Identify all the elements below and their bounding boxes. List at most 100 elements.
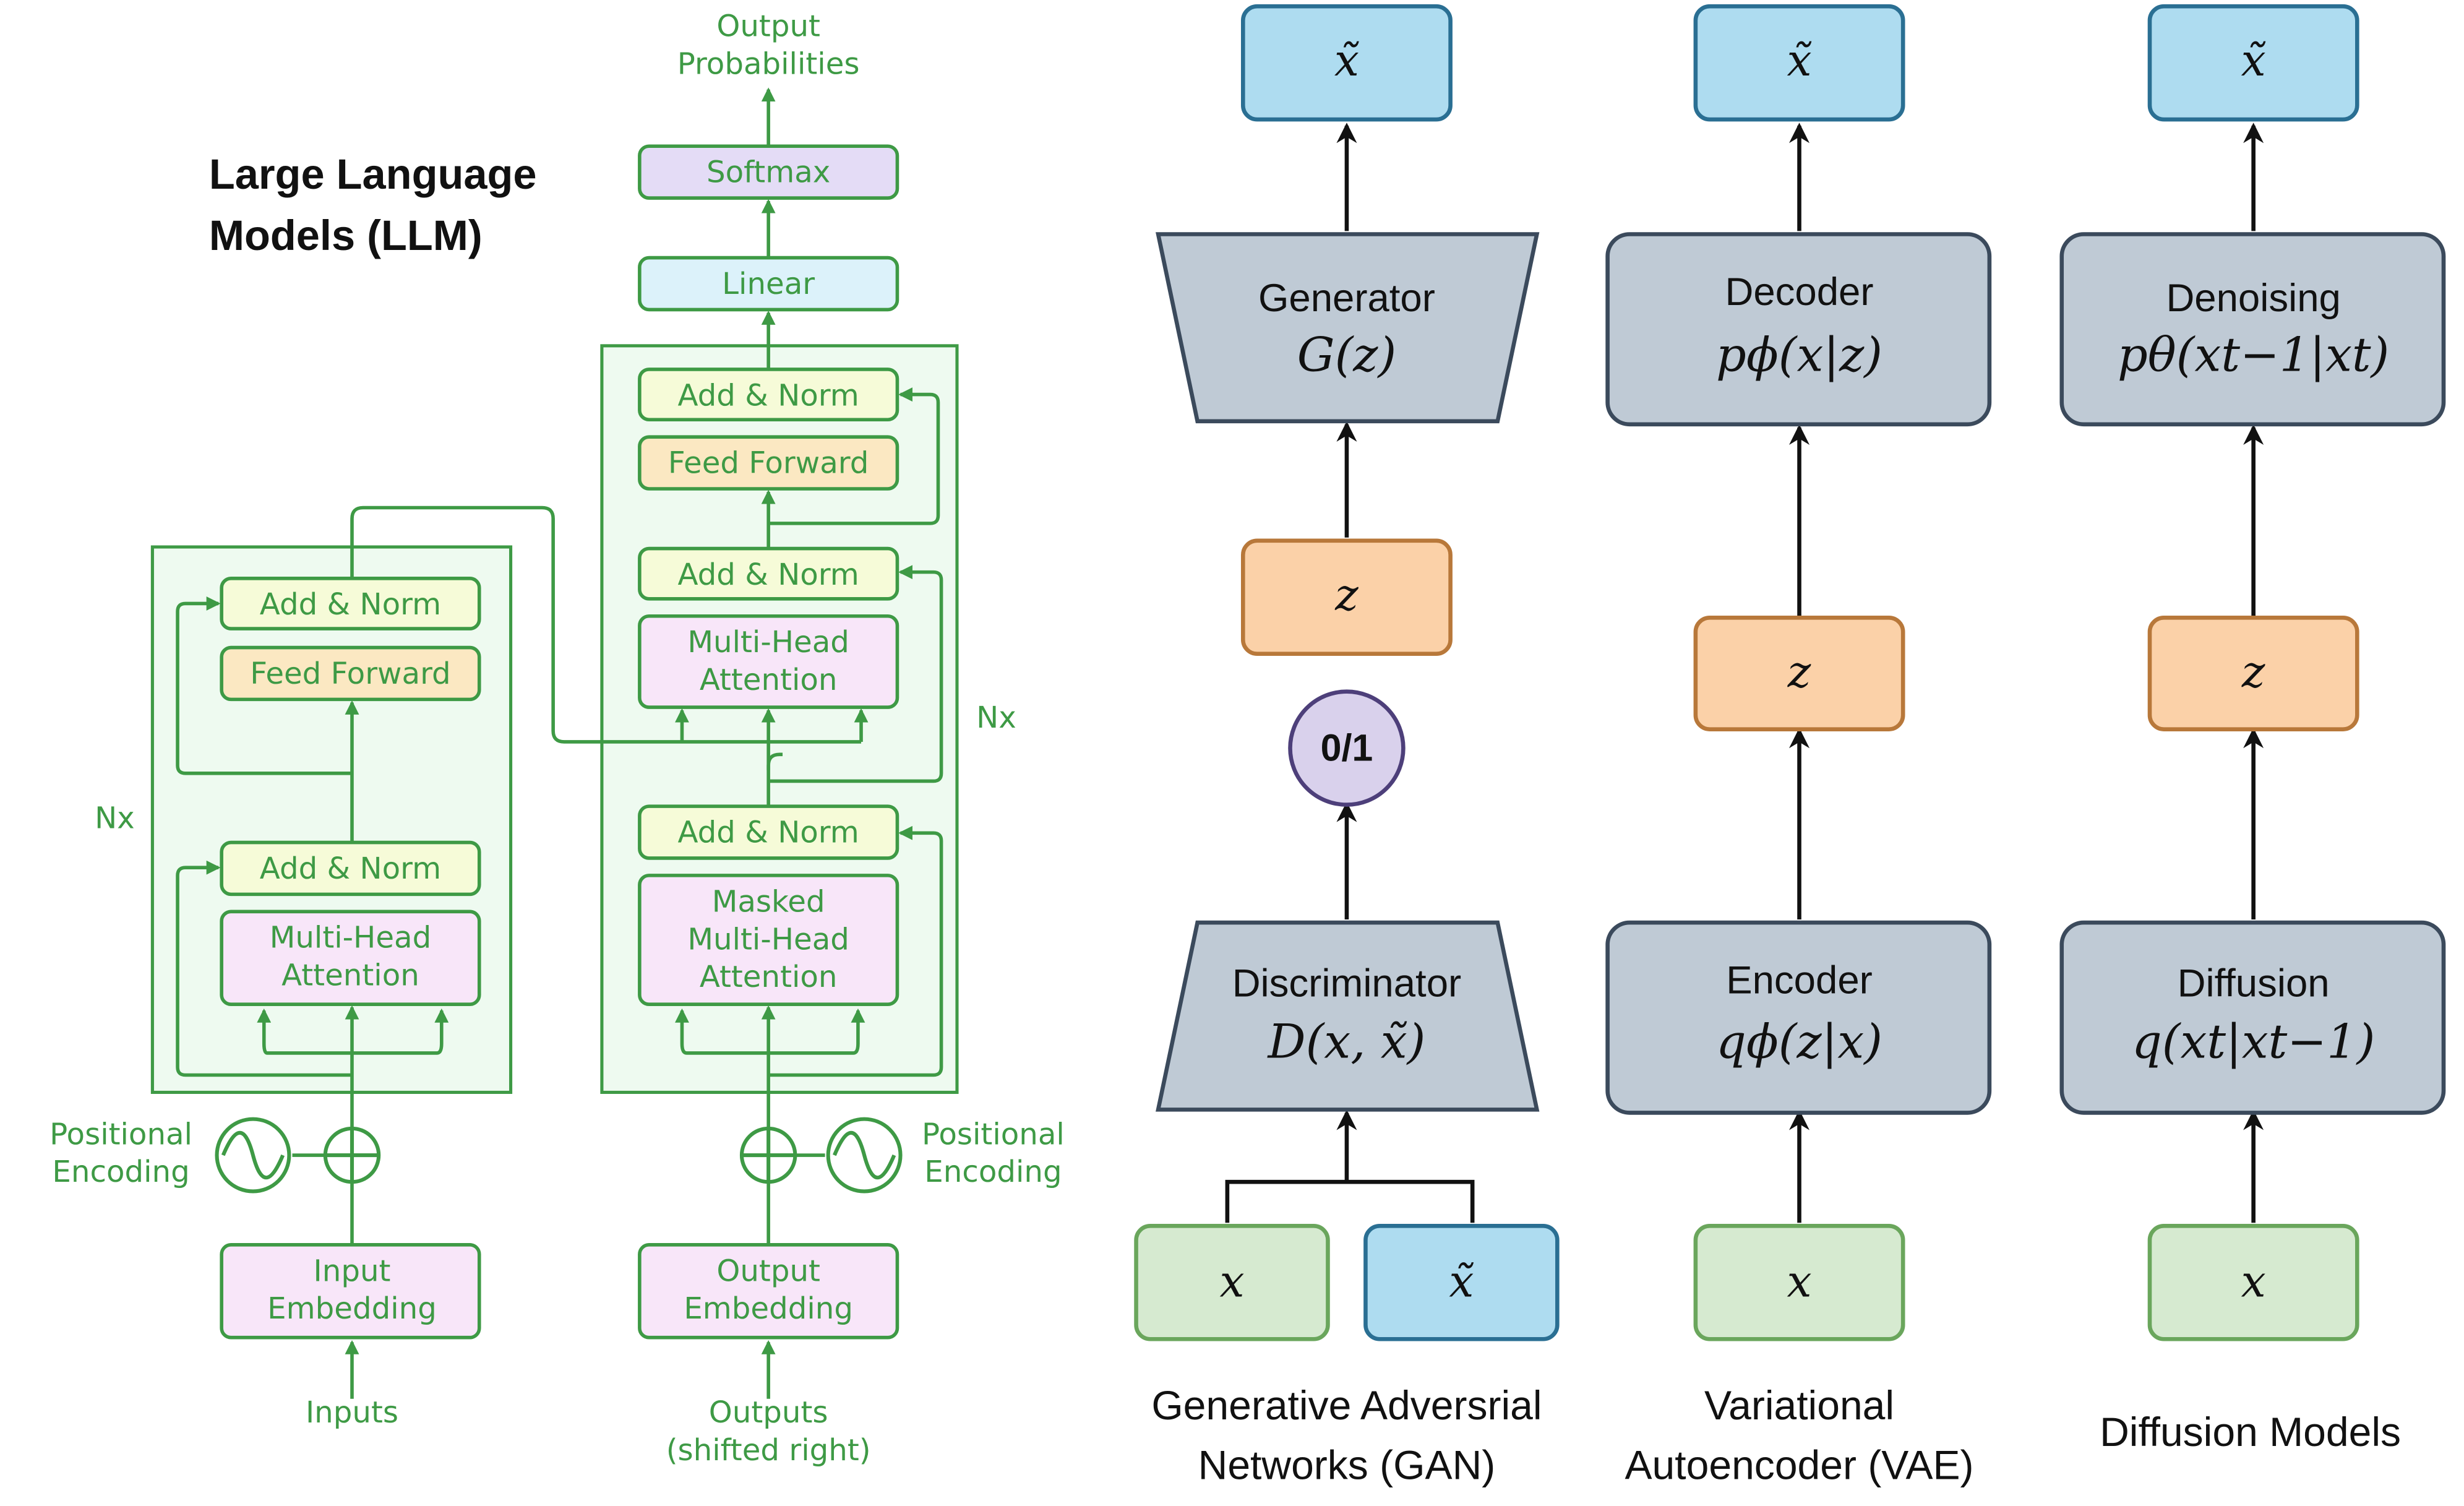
discriminator-formula: D(x, x̃) [1266, 1014, 1425, 1069]
plus-icon [743, 1130, 794, 1181]
vae-caption-line-1: Variational [1704, 1382, 1894, 1428]
plus-icon [327, 1130, 377, 1181]
vae-input-symbol: x [1787, 1256, 1811, 1307]
decoder-feed-forward-label: Feed Forward [668, 446, 869, 481]
diffusion-caption: Diffusion Models [2100, 1409, 2401, 1455]
decoder-residual-1 [768, 825, 943, 1077]
decoder-masked-k-branch [675, 1008, 769, 1055]
gan-fake-input-box [1363, 1224, 1560, 1341]
encoder-k-branch [257, 1008, 353, 1055]
llm-title: Large Language Models (LLM) [209, 150, 537, 259]
vae-input-box [1693, 1224, 1905, 1341]
output-embedding-line-1: Output [716, 1254, 820, 1288]
decoder-residual-2 [768, 565, 943, 783]
transformer-labels: Output Probabilities Softmax Linear Add … [49, 9, 1065, 1467]
outputs-line-2: (shifted right) [666, 1433, 871, 1468]
gan-caption-line-2: Networks (GAN) [1198, 1442, 1496, 1487]
transformer-connectors [176, 87, 943, 1399]
linear-box [638, 256, 899, 312]
sine-wave-icon [833, 1131, 896, 1179]
encoder-attention-line-2: Attention [281, 958, 419, 993]
decoder-masked-attention-line-1: Masked [712, 884, 825, 919]
vae-output-box [1693, 4, 1905, 122]
encoder-residual-2 [176, 596, 353, 775]
gan-output-box [1240, 4, 1453, 122]
input-embedding-line-2: Embedding [267, 1291, 437, 1326]
gan-latent-box [1240, 538, 1453, 656]
softmax-label: Softmax [706, 155, 830, 190]
encoder-add-norm-top-box [220, 576, 481, 630]
gan-inputs-join [1225, 1179, 1475, 1223]
diffusion-formula: q(xt|xt−1) [2132, 1014, 2375, 1069]
encoder-attention-line-1: Multi-Head [270, 921, 432, 955]
diffusion-output-box [2147, 4, 2359, 122]
denoising-formula: pθ(xt−1|xt) [2118, 327, 2389, 382]
positional-encoding-left-line-2: Encoding [52, 1155, 189, 1189]
encoder-label: Encoder [1726, 958, 1873, 1002]
encoder-nx-label: Nx [95, 801, 135, 836]
decoder-add-norm-mid-label: Add & Norm [677, 557, 859, 592]
generative-symbols: x̃ x̃ x̃ z z z x x̃ x x G(z) D(x, x̃) pϕ… [1219, 35, 2389, 1307]
gan-real-input-box [1134, 1224, 1330, 1341]
encoder-feed-forward-box [220, 645, 481, 702]
softmax-box [638, 144, 899, 200]
encoder-formula: qϕ(z|x) [1716, 1014, 1882, 1069]
generator-formula: G(z) [1297, 327, 1396, 382]
decoder-add-norm-top-box [638, 368, 899, 422]
encoder-residual-1 [176, 860, 353, 1077]
denoising-label: Denoising [2166, 277, 2340, 320]
diffusion-latent-symbol: z [2241, 646, 2265, 697]
encoder-attention-box [220, 910, 481, 1006]
gan-latent-symbol: z [1334, 569, 1359, 621]
decoder-masked-attention-box [638, 874, 899, 1006]
input-embedding-box [220, 1243, 481, 1340]
generative-boxes [1134, 4, 2446, 1341]
encoder-add-norm-bottom-label: Add & Norm [260, 851, 441, 886]
decoder-masked-v-branch [768, 1008, 865, 1055]
gan-real-input-symbol: x [1219, 1256, 1244, 1307]
generative-labels: Generator Discriminator Decoder Encoder … [1151, 270, 2401, 1488]
diffusion-denoising-box [2059, 232, 2446, 427]
vae-latent-box [1693, 615, 1905, 731]
decoder-masked-attention-line-2: Multi-Head [687, 922, 849, 957]
llm-title-line-1: Large Language [209, 150, 537, 198]
transformer-boxes [220, 144, 899, 1340]
decoder-add-norm-bottom-label: Add & Norm [677, 815, 859, 850]
decoder-attention-box [638, 614, 899, 709]
gan-discriminator-box [1156, 920, 1540, 1112]
gan-output-symbol: x̃ [1334, 35, 1359, 86]
decoder-add-norm-bottom-box [638, 804, 899, 860]
decoder-formula: pϕ(x|z) [1716, 327, 1882, 382]
decoder-attention-line-2: Attention [700, 663, 838, 697]
encoder-v-branch [352, 1008, 449, 1055]
decoder-residual-3 [768, 387, 940, 525]
output-embedding-line-2: Embedding [684, 1291, 853, 1326]
positional-encoding-right-line-2: Encoding [924, 1155, 1062, 1189]
encoder-add-norm-bottom-box [220, 840, 481, 897]
input-embedding-line-1: Input [314, 1254, 391, 1288]
generator-label: Generator [1258, 277, 1435, 320]
positional-encoding-left-line-1: Positional [49, 1117, 192, 1151]
output-probabilities-line-1: Output [716, 9, 820, 43]
sine-wave-icon [221, 1131, 285, 1179]
vae-encoder-box [1605, 920, 1992, 1115]
llm-title-line-2: Models (LLM) [209, 212, 483, 259]
gan-generator-box [1156, 232, 1540, 424]
decoder-nx-label: Nx [976, 700, 1016, 735]
diffusion-process-box [2059, 920, 2446, 1115]
outputs-line-1: Outputs [709, 1395, 828, 1430]
decoder-label: Decoder [1725, 270, 1874, 314]
decoder-add-norm-mid-box [638, 546, 899, 601]
decoder-add-norm-top-label: Add & Norm [677, 378, 859, 413]
output-probabilities-line-2: Probabilities [677, 46, 860, 81]
decoder-feed-forward-box [638, 435, 899, 491]
vae-decoder-box [1605, 232, 1992, 427]
positional-encoding-left [215, 1117, 381, 1194]
diffusion-input-box [2147, 1224, 2359, 1341]
encoder-feed-forward-label: Feed Forward [250, 656, 451, 691]
linear-label: Linear [722, 267, 815, 301]
gan-score-circle [1288, 689, 1406, 807]
inputs-label: Inputs [306, 1395, 398, 1430]
discriminator-label: Discriminator [1232, 962, 1461, 1005]
